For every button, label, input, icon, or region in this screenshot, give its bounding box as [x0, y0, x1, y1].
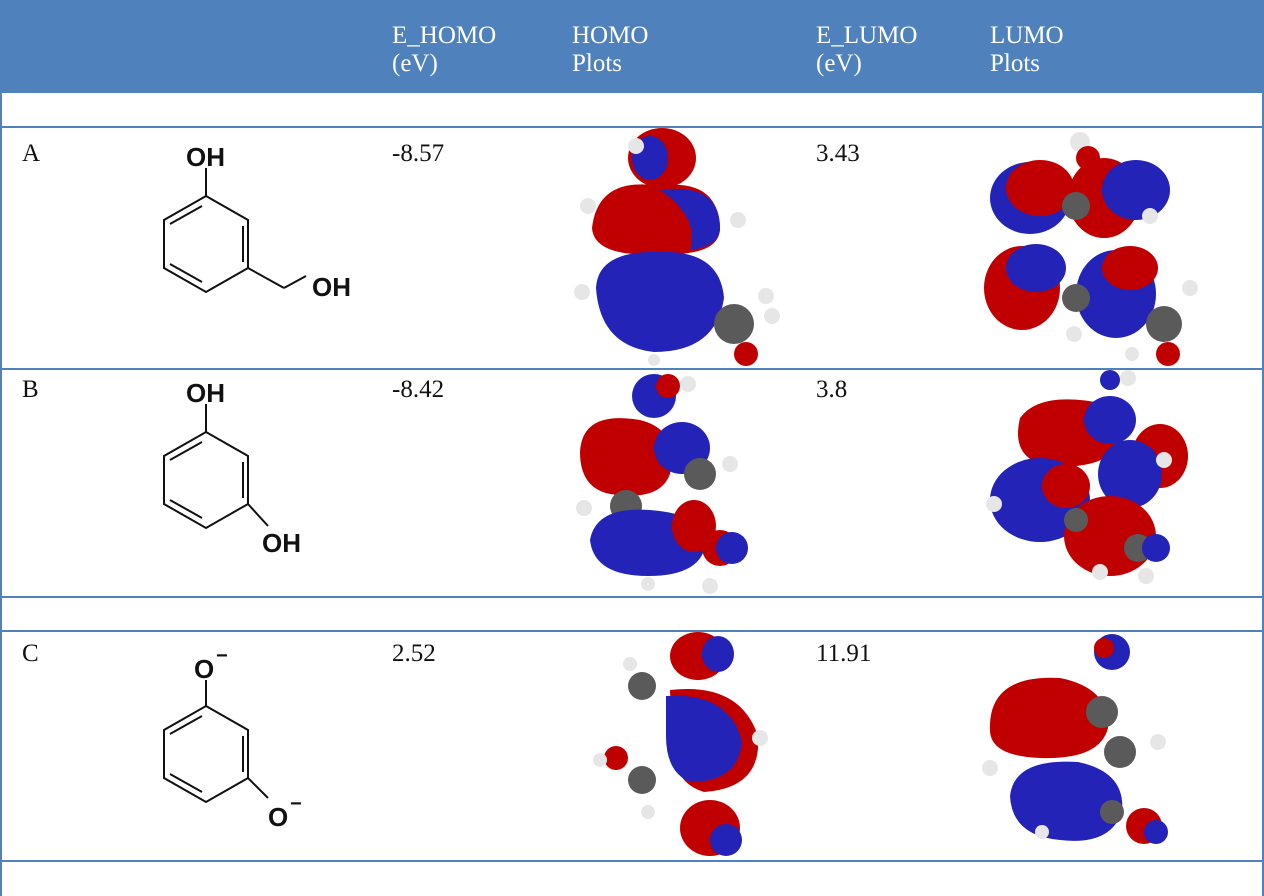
- molecule-structure-a: OH OH: [163, 142, 351, 302]
- lumo-plot-a: [984, 132, 1198, 366]
- e-lumo-value: 3.8: [816, 376, 848, 403]
- e-homo-value: -8.57: [392, 140, 445, 167]
- homo-plot-b: [576, 374, 748, 594]
- table-border-left: [0, 0, 2, 896]
- table-border-right: [1262, 0, 1264, 896]
- oxide-label: O: [194, 654, 214, 684]
- e-homo-value: -8.42: [392, 376, 445, 403]
- e-homo-value: 2.52: [392, 640, 436, 667]
- e-lumo-value: 3.43: [816, 140, 860, 167]
- row-label: A: [22, 140, 41, 167]
- hydroxyl-label: OH: [186, 142, 225, 172]
- negative-charge: −: [216, 645, 228, 667]
- molecule-structure-c: O − O −: [163, 645, 302, 832]
- lumo-plot-b: [986, 370, 1188, 584]
- row-divider: [0, 860, 1264, 862]
- hydroxyl-label: OH: [186, 378, 225, 408]
- row-divider: [0, 368, 1264, 370]
- oxide-label: O: [268, 802, 288, 832]
- hydroxyl-label: OH: [262, 528, 301, 558]
- hydroxyl-label: OH: [312, 272, 351, 302]
- header-ehomo: E_HOMO(eV): [392, 22, 497, 77]
- negative-charge: −: [290, 793, 302, 815]
- homo-plot-a: [574, 128, 780, 366]
- molecule-structure-b: OH OH: [163, 378, 301, 558]
- lumo-plot-c: [982, 634, 1168, 844]
- row-divider: [0, 596, 1264, 598]
- row-label: B: [22, 376, 39, 403]
- row-divider: [0, 126, 1264, 128]
- e-lumo-value: 11.91: [816, 640, 872, 667]
- homo-plot-c: [593, 632, 768, 856]
- header-elumo: E_LUMO(eV): [816, 22, 918, 77]
- row-label: C: [22, 640, 39, 667]
- row-divider: [0, 630, 1264, 632]
